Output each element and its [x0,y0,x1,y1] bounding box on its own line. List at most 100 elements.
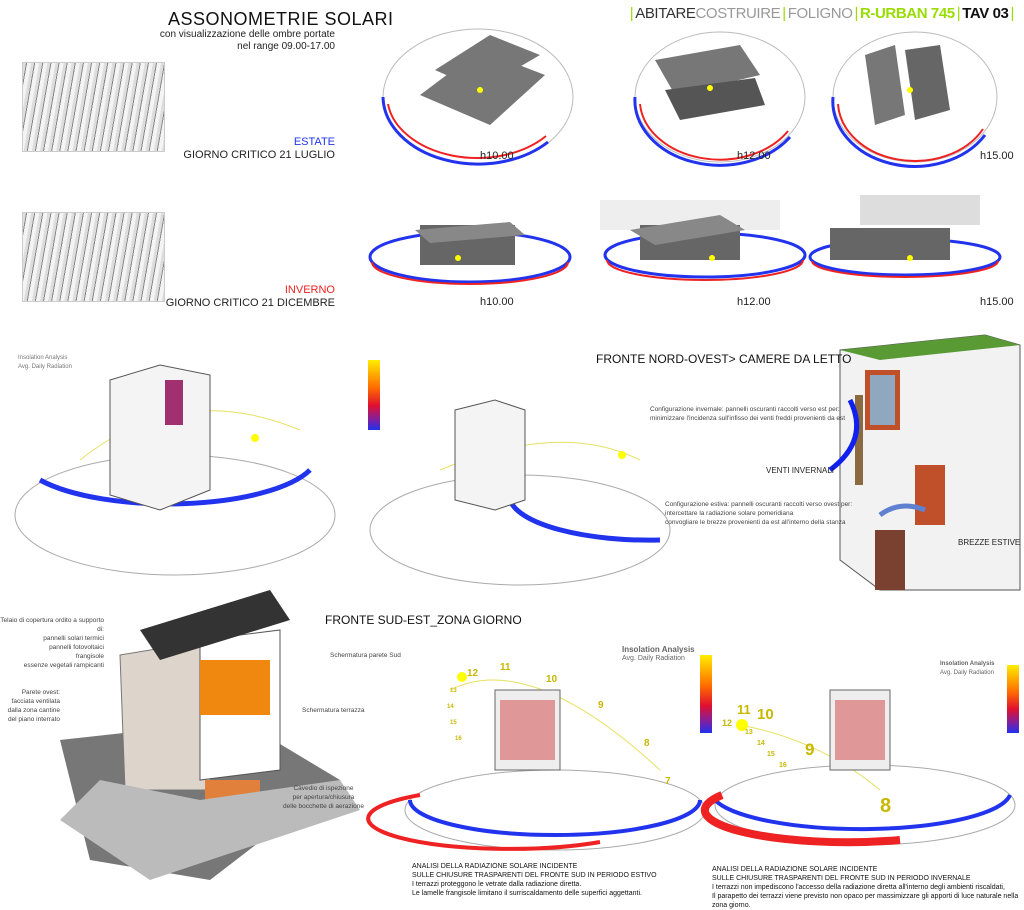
summer-label: ESTATE GIORNO CRITICO 21 LUGLIO [135,136,335,162]
summer-detail-render [22,62,165,152]
summer-config-note: Configurazione estiva: pannelli oscurant… [665,500,852,527]
project-header: |ABITARECOSTRUIRE|FOLIGNO|R-URBAN 745|TA… [628,5,1016,22]
insolation-title: Insolation Analysis [622,645,695,654]
winter-hour-label: h15.00 [980,296,1014,308]
winter-analysis-caption: ANALISI DELLA RADIAZIONE SOLARE INCIDENT… [712,865,1022,910]
caption-line: Il parapetto dei terrazzi viene previsto… [712,893,1019,909]
insolation-legend-bars [368,360,1019,733]
note-line: Parete ovest: [21,689,60,696]
winter-hour-label: h12.00 [737,296,771,308]
shaft-note: Cavedio di ispezione per apertura/chiusu… [283,784,364,811]
north-west-title: FRONTE NORD-OVEST> CAMERE DA LETTO [596,352,852,366]
hour-label: 9 [805,740,815,759]
summer-hour-label: h10.00 [480,150,514,162]
caption-line: I terrazzi proteggono le vetrate dalla r… [412,881,582,888]
winter-diagram-h12 [600,200,807,281]
hour-label: 11 [500,662,511,673]
summer-hour-label: h15.00 [980,150,1014,162]
winter-config-note: Configurazione invernale: pannelli oscur… [650,405,845,423]
hour-label: 15 [767,751,775,758]
note-line: Telaio di copertura ordito a supporto di… [0,617,104,633]
insolation-subtitle: Avg. Daily Radiation [940,670,994,676]
summer-diagram-h10 [381,28,574,166]
separator: | [854,5,858,22]
north-west-building [828,334,1021,591]
summer-hour-label: h12.00 [737,150,771,162]
separator: | [782,5,786,22]
summer-diagram-h15 [831,31,998,168]
caption-line: SULLE CHIUSURE TRASPARENTI DEL FRONTE SU… [712,875,971,882]
note-line: intercettare la radiazione solare pomeri… [665,510,794,517]
insolation-legend-title: Insolation Analysis Avg. Daily Radiation [940,660,994,678]
insolation-legend-title: Insolation Analysis Avg. Daily Radiation [622,645,695,663]
insolation-legend-title: Insolation Analysis Avg. Daily Radiation [18,354,72,372]
note-line: facciata ventilata [11,698,60,705]
note-line: Configurazione estiva: pannelli oscurant… [665,501,853,508]
hour-label: 16 [455,736,462,742]
header-r-urban: R-URBAN 745 [859,5,955,22]
winter-critical-day: GIORNO CRITICO 21 DICEMBRE [165,297,335,309]
winter-diagram-h10 [368,222,572,285]
hour-label: 8 [644,738,650,749]
separator: | [629,5,634,22]
hour-label: 8 [880,795,892,817]
summer-diagram-h12 [633,31,806,167]
page-title: ASSONOMETRIE SOLARI [168,9,394,29]
note-line: Cavedio di ispezione [293,785,354,792]
subtitle-line: con visualizzazione delle ombre portate [159,29,335,40]
hour-label: 13 [450,688,457,694]
hour-label: 7 [665,776,671,787]
insolation-title: Insolation Analysis [940,661,995,667]
note-line: convogliare le brezze provenienti da est… [665,519,846,526]
note-line: essenze vegetali rampicanti [23,662,104,669]
header-foligno: FOLIGNO [787,5,853,22]
hour-label: 11 [737,702,751,717]
hour-label: 16 [779,762,787,769]
note-line: pannelli fotovoltaici [49,644,104,651]
note-line: delle bocchette di aerazione [283,803,364,810]
insolation-diagram-2 [369,399,671,586]
hour-label: 10 [546,674,558,685]
south-shade-note: Schermatura parete Sud [330,652,401,659]
note-line: frangisole [75,653,104,660]
header-tav: TAV 03 [962,5,1009,22]
note-line: per apertura/chiusura [292,794,355,801]
west-wall-note: Parete ovest: facciata ventilata dalla z… [0,688,60,724]
summer-south-diagram [366,672,706,851]
terrace-shade-note: Schermatura terrazza [302,707,365,714]
winter-diagram-h15 [808,195,1002,278]
season-estate: ESTATE [293,136,335,148]
insolation-subtitle: Avg. Daily Radiation [18,364,72,370]
winter-detail-render [22,212,165,302]
note-line: del piano interrato [7,716,60,723]
venti-invernali-label: VENTI INVERNALI [766,466,835,475]
header-abitare: ABITARE [635,5,696,22]
winter-south-diagram [700,689,1016,847]
south-east-building [60,590,360,880]
hour-label: 14 [757,740,765,747]
south-east-title: FRONTE SUD-EST_ZONA GIORNO [325,613,522,627]
separator: | [956,5,961,22]
brezze-estive-label: BREZZE ESTIVE [958,538,1021,547]
winter-hour-label: h10.00 [480,296,514,308]
caption-line: I terrazzi non impediscono l'accesso del… [712,884,1005,891]
winter-label: INVERNO GIORNO CRITICO 21 DICEMBRE [135,284,335,310]
hour-label: 14 [447,704,454,710]
header-costruire: COSTRUIRE [695,5,781,22]
caption-line: SULLE CHIUSURE TRASPARENTI DEL FRONTE SU… [412,872,657,879]
hour-label: 10 [757,706,774,723]
hour-label: 15 [450,720,457,726]
caption-line: ANALISI DELLA RADIAZIONE SOLARE INCIDENT… [712,866,878,873]
roof-frame-note: Telaio di copertura ordito a supporto di… [0,616,104,670]
insolation-subtitle: Avg. Daily Radiation [622,655,685,662]
hour-label: 9 [598,700,604,711]
separator: | [1010,5,1015,22]
hour-label: 12 [467,668,479,679]
note-line: Configurazione invernale: pannelli oscur… [650,406,840,413]
subtitle: con visualizzazione delle ombre portate … [135,29,335,53]
season-inverno: INVERNO [284,284,335,296]
hour-label: 13 [745,729,753,736]
note-line: dalla zona cantine [7,707,60,714]
note-line: pannelli solari termici [43,635,104,642]
